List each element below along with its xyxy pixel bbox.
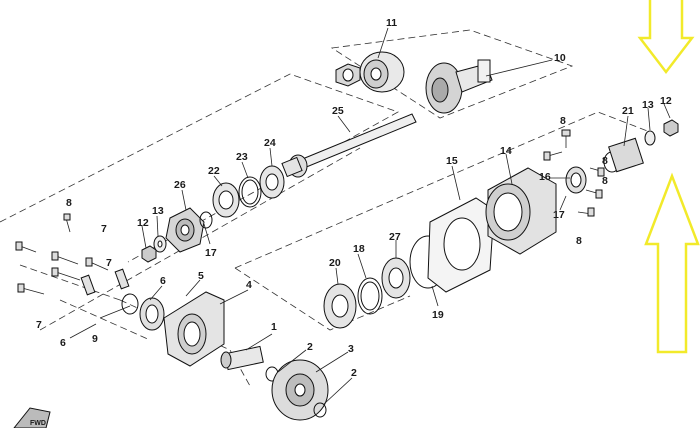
part-label-19: 19 <box>432 309 444 321</box>
part-label-8: 8 <box>602 155 608 167</box>
fwd-label: FWD <box>30 420 46 427</box>
washer-bolt-left <box>141 235 167 263</box>
part-label-2: 2 <box>351 367 357 379</box>
part-label-6: 6 <box>60 337 66 349</box>
part-label-16: 16 <box>539 171 551 183</box>
part-label-17: 17 <box>553 209 565 221</box>
part-label-8: 8 <box>602 175 608 187</box>
part-number-labels: 1 2 2 3 4 5 6 6 7 7 7 8 8 8 8 8 9 10 11 … <box>36 17 672 379</box>
part-label-24: 24 <box>264 137 276 149</box>
up-arrow-icon <box>644 172 700 354</box>
highlight-arrows <box>637 0 700 354</box>
forward-direction-mark: FWD <box>13 407 51 428</box>
part-label-27: 27 <box>389 231 401 243</box>
part-label-5: 5 <box>198 270 204 282</box>
part-label-23: 23 <box>236 151 248 163</box>
part-label-2: 2 <box>307 341 313 353</box>
input-gear-assembly <box>220 345 329 421</box>
bearing-stack-lower <box>323 235 447 329</box>
part-label-11: 11 <box>386 17 397 29</box>
part-label-3: 3 <box>348 343 354 355</box>
part-label-7: 7 <box>106 257 112 269</box>
front-housing <box>121 291 225 367</box>
part-label-14: 14 <box>500 145 512 157</box>
bolt-cluster-left <box>15 213 130 296</box>
part-label-12: 12 <box>660 95 672 107</box>
part-label-8: 8 <box>66 197 72 209</box>
part-label-17: 17 <box>205 247 217 259</box>
bearing-stack-upper <box>212 165 285 218</box>
part-label-20: 20 <box>329 257 341 269</box>
part-label-13: 13 <box>642 99 654 111</box>
leader-lines <box>69 27 671 405</box>
part-label-8: 8 <box>576 235 582 247</box>
part-label-9: 9 <box>92 333 98 345</box>
part-label-15: 15 <box>446 155 458 167</box>
part-label-13: 13 <box>152 205 164 217</box>
drive-shaft <box>281 113 417 178</box>
part-label-7: 7 <box>101 223 107 235</box>
part-label-18: 18 <box>353 243 365 255</box>
part-label-22: 22 <box>208 165 220 177</box>
rear-bearing-parts <box>565 119 679 194</box>
part-label-4: 4 <box>246 279 252 291</box>
rear-housing <box>485 167 557 255</box>
part-label-21: 21 <box>622 105 634 117</box>
bevel-gear-set <box>335 51 493 114</box>
part-label-6: 6 <box>160 275 166 287</box>
part-label-7: 7 <box>36 319 42 331</box>
bolt-cluster-right <box>543 129 605 217</box>
gasket <box>427 197 495 293</box>
part-label-26: 26 <box>174 179 186 191</box>
part-label-10: 10 <box>554 52 566 64</box>
output-flange <box>165 207 213 253</box>
part-label-25: 25 <box>332 105 344 117</box>
down-arrow-icon <box>637 0 695 75</box>
part-label-8: 8 <box>560 115 566 127</box>
part-label-1: 1 <box>271 321 277 333</box>
part-label-12: 12 <box>137 217 149 229</box>
